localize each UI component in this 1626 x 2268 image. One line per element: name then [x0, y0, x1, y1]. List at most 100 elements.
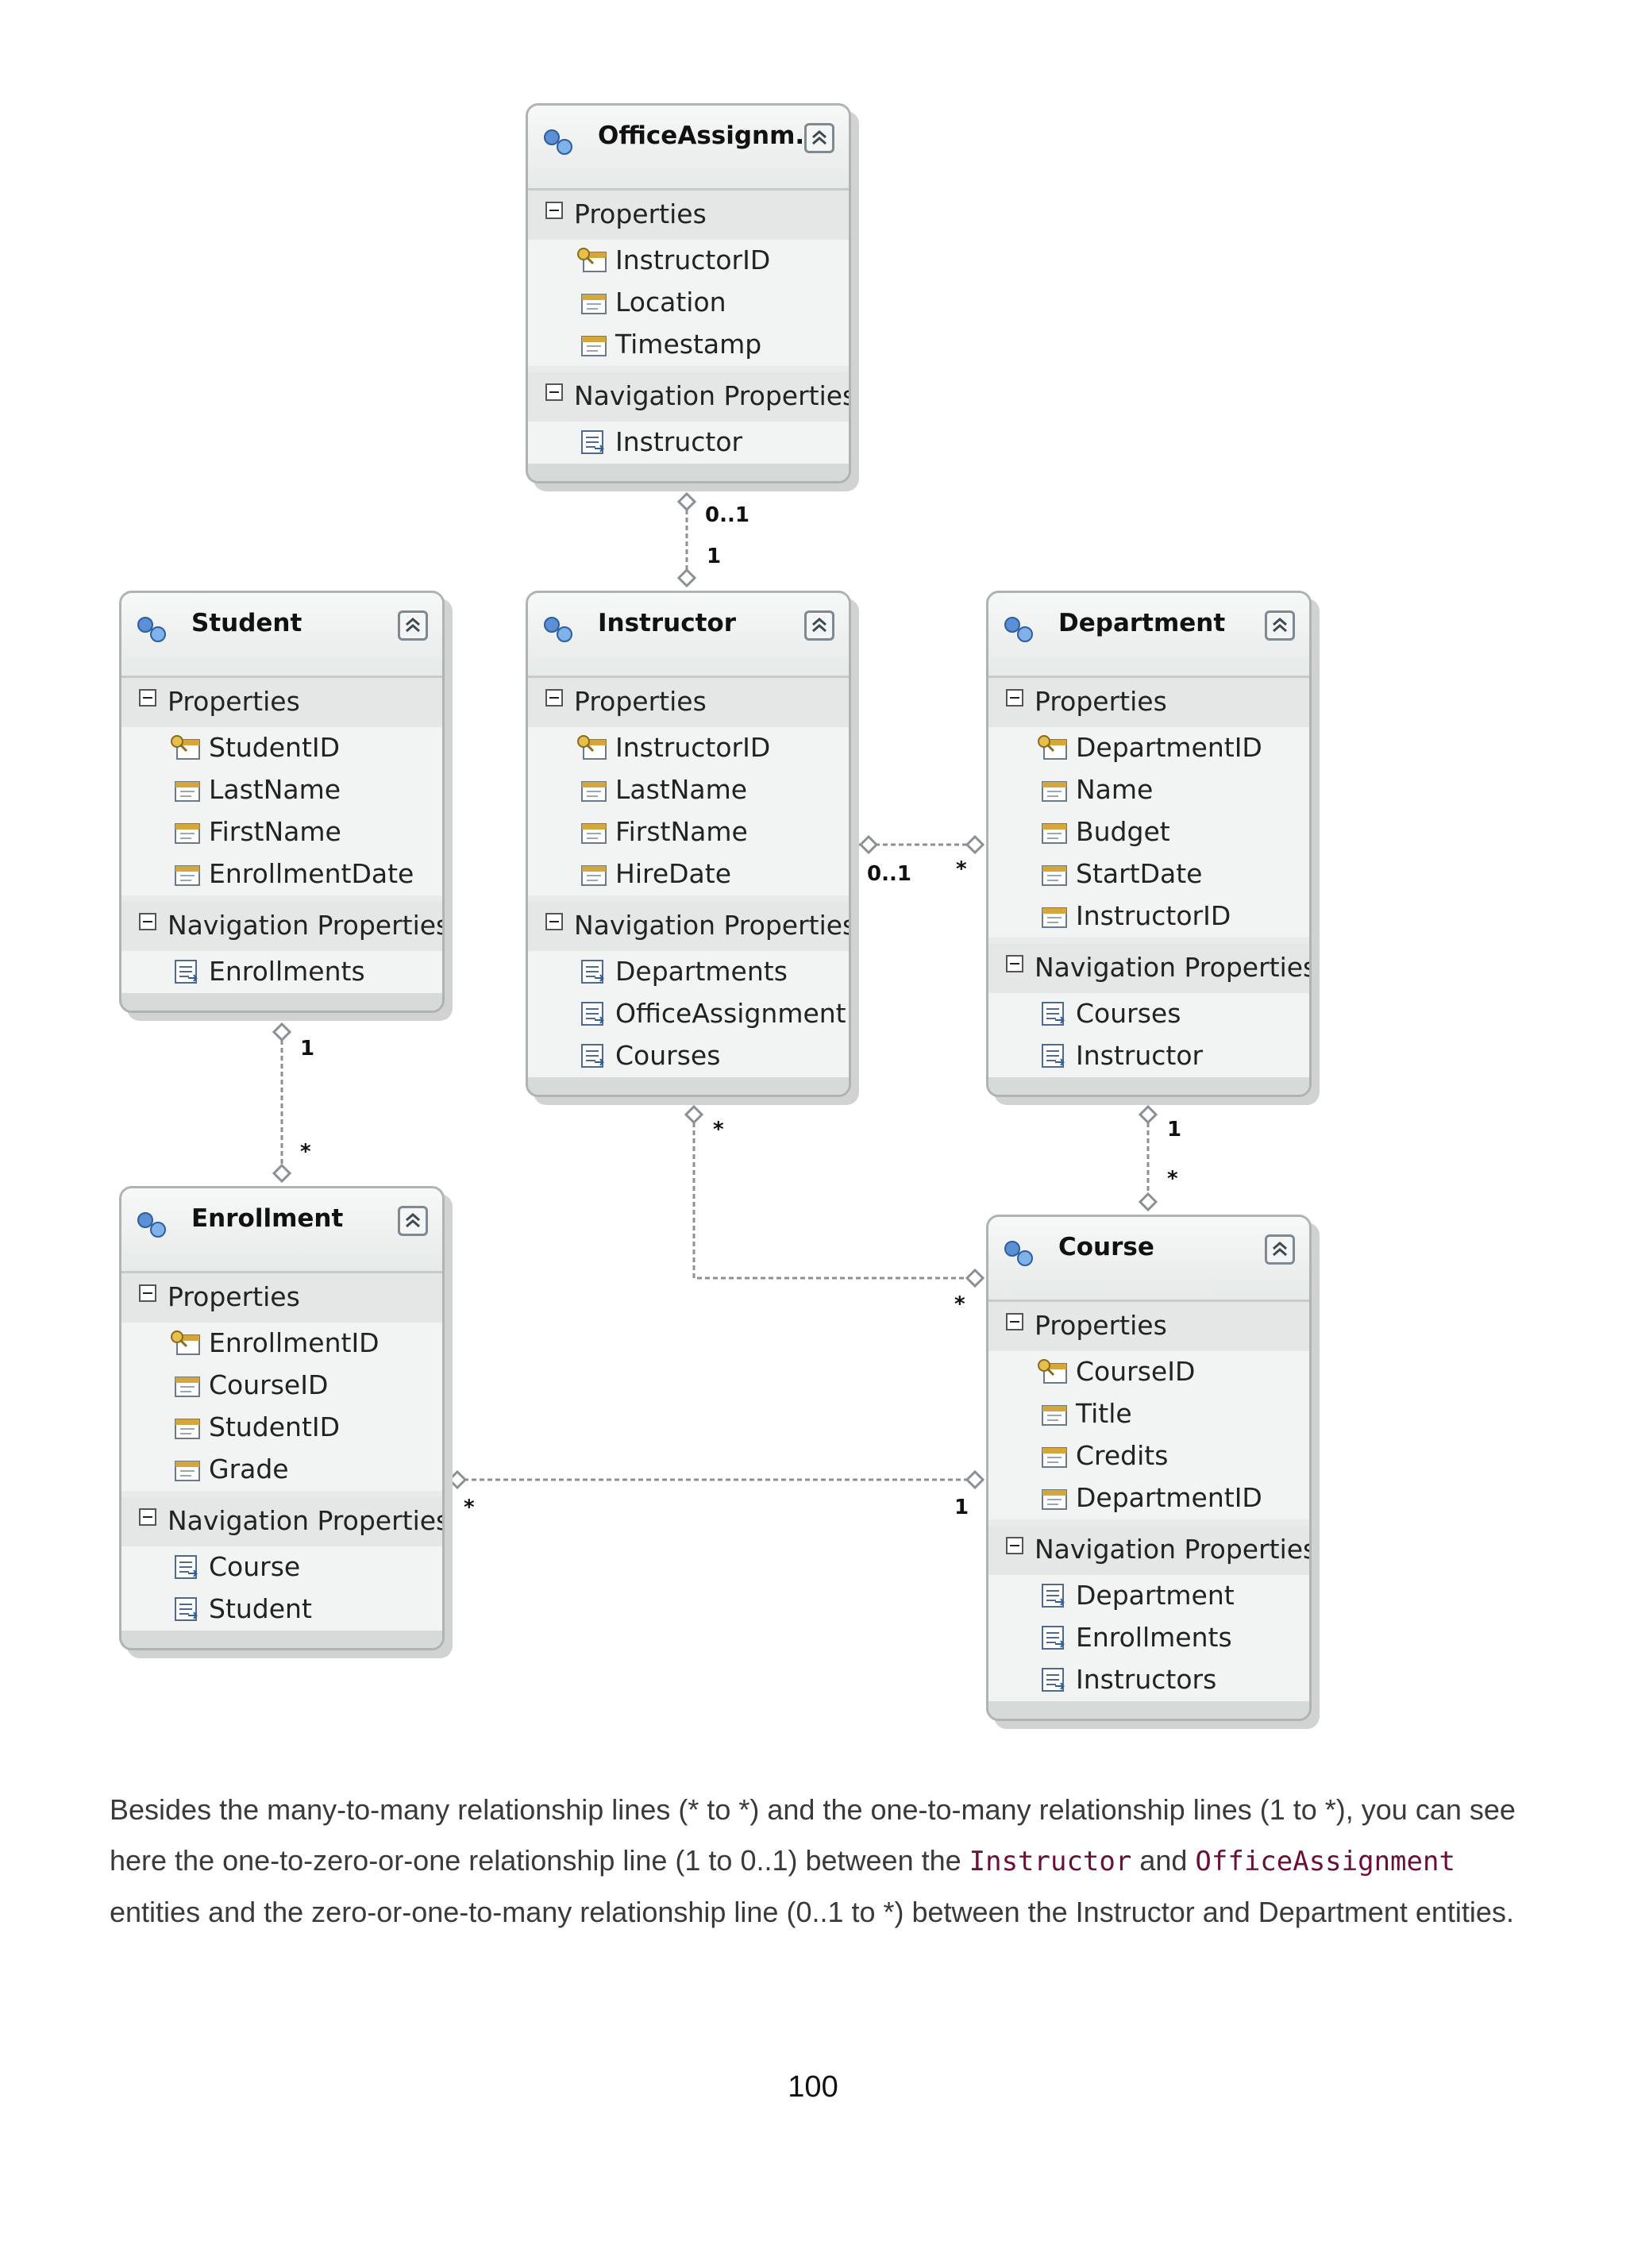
- property-row[interactable]: StudentID: [121, 727, 442, 769]
- property-icon: [175, 1419, 200, 1439]
- property-label: Name: [1076, 774, 1154, 805]
- property-row[interactable]: DepartmentID: [988, 727, 1309, 769]
- connector-end-diamond: [858, 834, 879, 855]
- section-label: Properties: [574, 198, 707, 229]
- property-row[interactable]: FirstName: [121, 811, 442, 853]
- properties-section-header[interactable]: Properties: [528, 678, 849, 727]
- navigation-row[interactable]: Instructor: [528, 422, 849, 464]
- page-number: 100: [788, 2070, 838, 2104]
- property-row[interactable]: Budget: [988, 811, 1309, 853]
- connector-end-diamond: [676, 568, 697, 588]
- property-icon: [175, 781, 200, 802]
- entity-department[interactable]: Department Properties DepartmentID: [986, 591, 1312, 1097]
- navigation-row[interactable]: Enrollments: [988, 1617, 1309, 1659]
- navigation-row[interactable]: Courses: [988, 993, 1309, 1035]
- collapse-minus-icon[interactable]: [545, 913, 563, 930]
- property-label: DepartmentID: [1076, 1482, 1262, 1513]
- property-row[interactable]: Location: [528, 282, 849, 324]
- entity-header: Instructor: [528, 593, 849, 678]
- navigation-section-header[interactable]: Navigation Properties: [528, 902, 849, 951]
- navigation-section-header[interactable]: Navigation Properties: [121, 1497, 442, 1546]
- caption-paragraph: Besides the many-to-many relationship li…: [110, 1785, 1539, 1938]
- navigation-row[interactable]: Course: [121, 1546, 442, 1588]
- entity-student[interactable]: Student Properties StudentID La: [119, 591, 445, 1013]
- property-row[interactable]: CourseID: [121, 1365, 442, 1407]
- navigation-row[interactable]: Instructors: [988, 1659, 1309, 1701]
- navigation-section-header[interactable]: Navigation Properties: [988, 1526, 1309, 1575]
- property-row[interactable]: Name: [988, 769, 1309, 811]
- navigation-row[interactable]: Courses: [528, 1035, 849, 1077]
- property-row[interactable]: DepartmentID: [988, 1477, 1309, 1519]
- navigation-row[interactable]: OfficeAssignment: [528, 993, 849, 1035]
- property-label: StudentID: [209, 1411, 341, 1442]
- collapse-minus-icon[interactable]: [139, 1284, 156, 1302]
- entity-diagram: OfficeAssignm... Properties InstructorID: [119, 103, 1312, 1721]
- collapse-minus-icon[interactable]: [139, 913, 156, 930]
- property-row[interactable]: EnrollmentID: [121, 1323, 442, 1365]
- collapse-chevron-icon[interactable]: [804, 610, 834, 641]
- property-icon: [1042, 823, 1067, 844]
- property-row[interactable]: InstructorID: [528, 727, 849, 769]
- navigation-property-icon: [581, 1044, 604, 1068]
- entity-type-icon: [1004, 617, 1033, 642]
- collapse-minus-icon[interactable]: [139, 1508, 156, 1526]
- entity-instructor[interactable]: Instructor Properties InstructorID: [526, 591, 851, 1097]
- collapse-minus-icon[interactable]: [1006, 955, 1023, 972]
- collapse-minus-icon[interactable]: [139, 689, 156, 707]
- properties-section-header[interactable]: Properties: [121, 1273, 442, 1323]
- navigation-section-header[interactable]: Navigation Properties: [528, 372, 849, 422]
- connector-end-diamond: [684, 1104, 704, 1125]
- navigation-row[interactable]: Enrollments: [121, 951, 442, 993]
- property-row[interactable]: Timestamp: [528, 324, 849, 366]
- navigation-row[interactable]: Student: [121, 1588, 442, 1631]
- collapse-chevron-icon[interactable]: [804, 123, 834, 153]
- property-row[interactable]: CourseID: [988, 1351, 1309, 1393]
- collapse-minus-icon[interactable]: [545, 383, 563, 401]
- collapse-chevron-icon[interactable]: [1265, 1234, 1295, 1265]
- property-row[interactable]: InstructorID: [528, 240, 849, 282]
- property-row[interactable]: StudentID: [121, 1407, 442, 1449]
- navigation-row[interactable]: Department: [988, 1575, 1309, 1617]
- navigation-section-header[interactable]: Navigation Properties: [988, 944, 1309, 993]
- collapse-minus-icon[interactable]: [1006, 689, 1023, 707]
- navigation-label: Instructor: [1076, 1040, 1204, 1071]
- navigation-section-header[interactable]: Navigation Properties: [121, 902, 442, 951]
- key-property-icon: [171, 1330, 200, 1355]
- property-row[interactable]: Title: [988, 1393, 1309, 1435]
- multiplicity-label: 1: [954, 1496, 969, 1519]
- navigation-row[interactable]: Instructor: [988, 1035, 1309, 1077]
- property-icon: [581, 294, 607, 314]
- property-row[interactable]: InstructorID: [988, 895, 1309, 938]
- property-label: StartDate: [1076, 858, 1203, 889]
- navigation-row[interactable]: Departments: [528, 951, 849, 993]
- properties-section-header[interactable]: Properties: [528, 191, 849, 240]
- property-row[interactable]: LastName: [121, 769, 442, 811]
- property-row[interactable]: EnrollmentDate: [121, 853, 442, 895]
- navigation-label: Enrollments: [1076, 1622, 1232, 1653]
- property-icon: [175, 1461, 200, 1481]
- properties-section-header[interactable]: Properties: [988, 1302, 1309, 1351]
- section-label: Properties: [168, 686, 300, 717]
- entity-type-icon: [137, 617, 166, 642]
- collapse-chevron-icon[interactable]: [398, 1206, 428, 1236]
- entity-course[interactable]: Course Properties CourseID Titl: [986, 1215, 1312, 1721]
- navigation-label: Enrollments: [209, 956, 365, 987]
- collapse-minus-icon[interactable]: [545, 202, 563, 219]
- property-row[interactable]: HireDate: [528, 853, 849, 895]
- collapse-minus-icon[interactable]: [545, 689, 563, 707]
- connector-end-diamond: [1138, 1192, 1158, 1212]
- properties-section-header[interactable]: Properties: [121, 678, 442, 727]
- property-row[interactable]: FirstName: [528, 811, 849, 853]
- collapse-minus-icon[interactable]: [1006, 1537, 1023, 1554]
- property-row[interactable]: Credits: [988, 1435, 1309, 1477]
- entity-header: Department: [988, 593, 1309, 678]
- collapse-minus-icon[interactable]: [1006, 1313, 1023, 1330]
- collapse-chevron-icon[interactable]: [1265, 610, 1295, 641]
- entity-enrollment[interactable]: Enrollment Properties EnrollmentID: [119, 1186, 445, 1650]
- properties-section-header[interactable]: Properties: [988, 678, 1309, 727]
- property-row[interactable]: StartDate: [988, 853, 1309, 895]
- property-row[interactable]: LastName: [528, 769, 849, 811]
- entity-officeassignment[interactable]: OfficeAssignm... Properties InstructorID: [526, 103, 851, 483]
- property-row[interactable]: Grade: [121, 1449, 442, 1491]
- collapse-chevron-icon[interactable]: [398, 610, 428, 641]
